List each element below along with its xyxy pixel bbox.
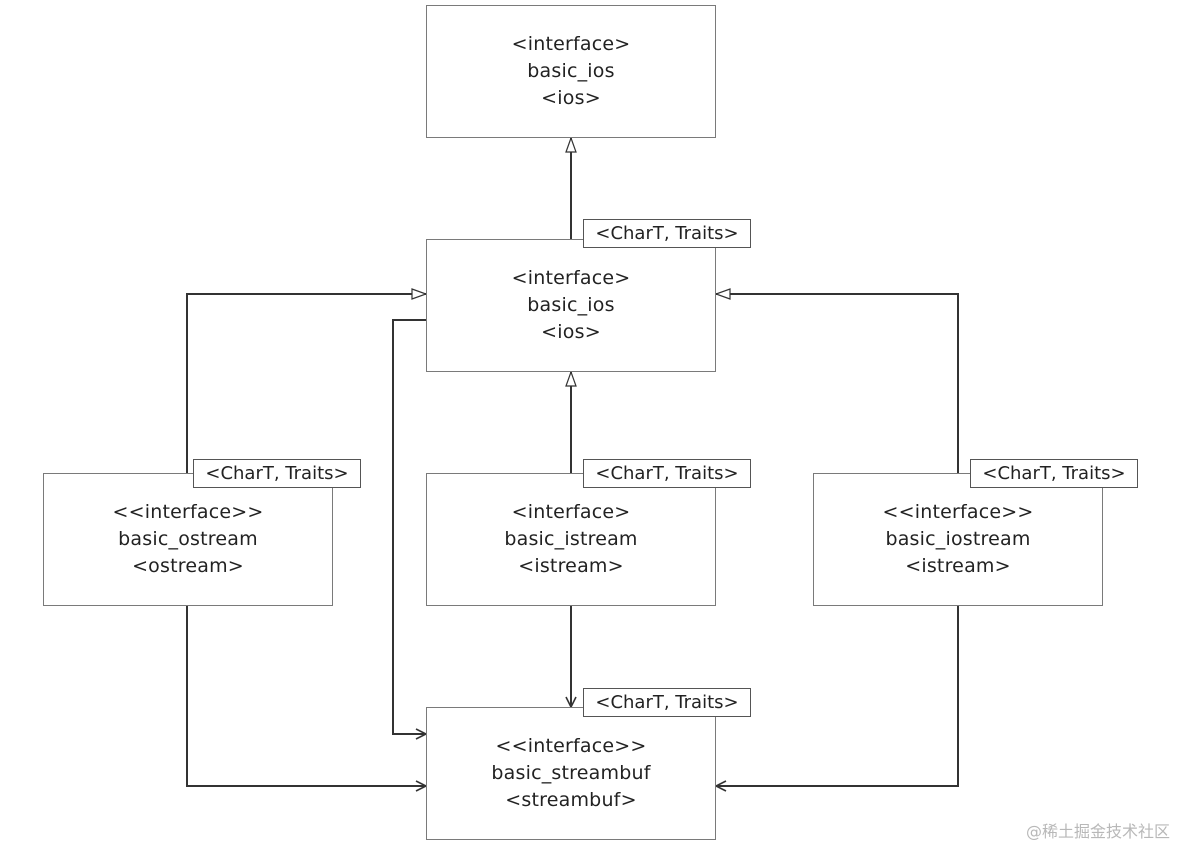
template-params-basic-streambuf: <CharT, Traits> bbox=[583, 688, 751, 717]
stereotype-label: <<interface>> bbox=[882, 501, 1034, 523]
template-params-basic-iostream: <CharT, Traits> bbox=[970, 459, 1138, 488]
edge-iostream-to-mid bbox=[716, 294, 959, 473]
class-name: basic_iostream bbox=[885, 528, 1031, 550]
template-params-basic-istream: <CharT, Traits> bbox=[583, 459, 751, 488]
template-params-basic-ios: <CharT, Traits> bbox=[583, 219, 751, 248]
edge-iostream-to-streambuf bbox=[716, 606, 959, 786]
class-name: basic_ios bbox=[527, 294, 615, 316]
edge-ostream-to-streambuf bbox=[186, 606, 426, 786]
stereotype-label: <<interface>> bbox=[112, 501, 264, 523]
class-name: basic_istream bbox=[504, 528, 638, 550]
stereotype-label: <interface> bbox=[511, 501, 631, 523]
class-box-basic-istream: <interface> basic_istream <istream> bbox=[426, 473, 716, 606]
class-name: basic_ostream bbox=[118, 528, 258, 550]
class-box-basic-ios: <interface> basic_ios <ios> bbox=[426, 239, 716, 372]
class-box-basic-iostream: <<interface>> basic_iostream <istream> bbox=[813, 473, 1103, 606]
alias-label: <ios> bbox=[541, 321, 601, 343]
class-box-basic-streambuf: <<interface>> basic_streambuf <streambuf… bbox=[426, 707, 716, 840]
watermark-text: @稀土掘金技术社区 bbox=[1025, 822, 1170, 841]
alias-label: <streambuf> bbox=[505, 789, 637, 811]
alias-label: <istream> bbox=[905, 555, 1011, 577]
class-name: basic_ios bbox=[527, 60, 615, 82]
alias-label: <ios> bbox=[541, 87, 601, 109]
class-box-basic-ostream: <<interface>> basic_ostream <ostream> bbox=[43, 473, 333, 606]
stereotype-label: <interface> bbox=[511, 267, 631, 289]
stereotype-label: <interface> bbox=[511, 33, 631, 55]
template-params-basic-ostream: <CharT, Traits> bbox=[193, 459, 361, 488]
alias-label: <istream> bbox=[518, 555, 624, 577]
edge-ostream-to-mid bbox=[186, 294, 426, 473]
class-name: basic_streambuf bbox=[491, 762, 651, 784]
edge-mid-to-streambuf bbox=[392, 319, 426, 734]
class-box-basic-ios-top: <interface> basic_ios <ios> bbox=[426, 5, 716, 138]
alias-label: <ostream> bbox=[132, 555, 244, 577]
stereotype-label: <<interface>> bbox=[495, 735, 647, 757]
